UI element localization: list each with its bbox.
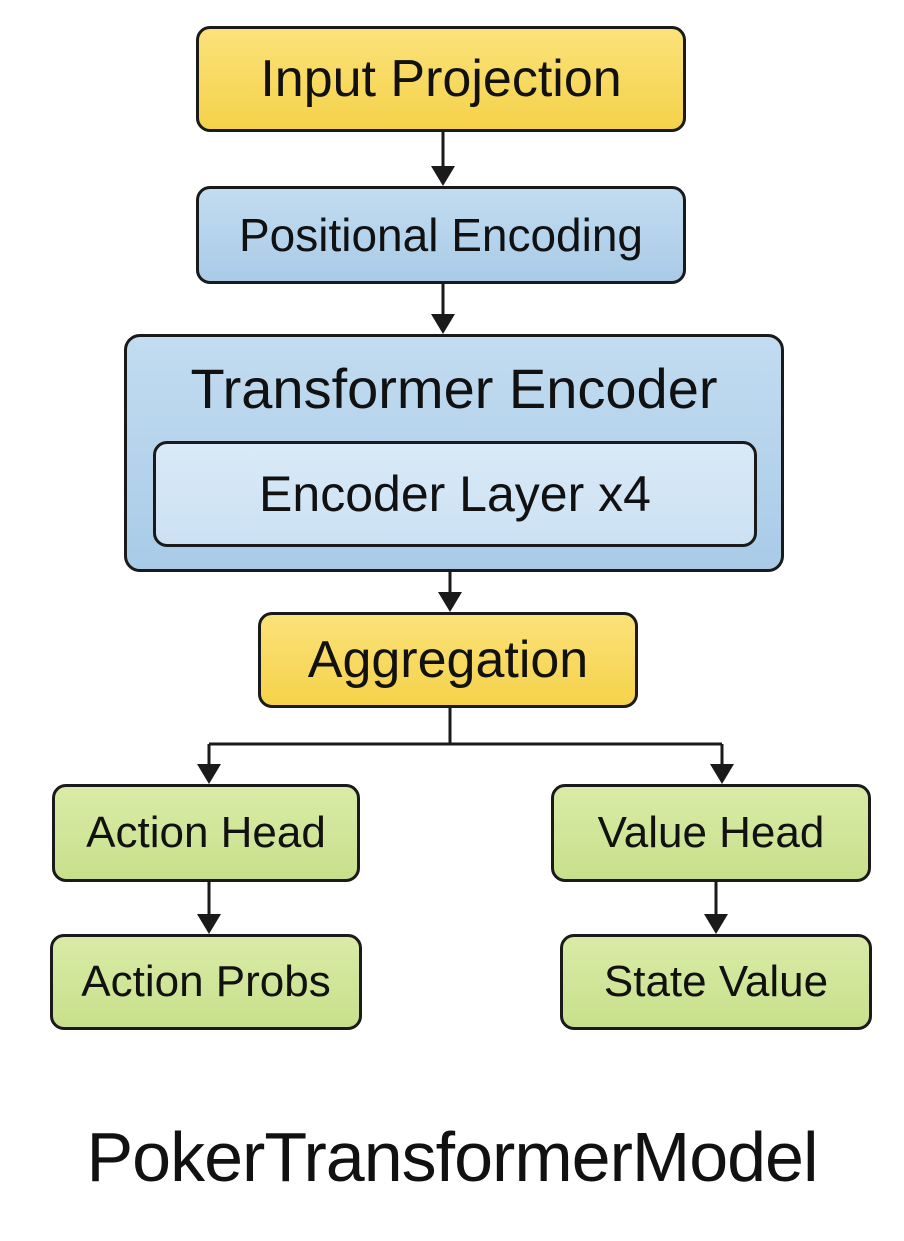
input-projection-label: Input Projection <box>260 50 622 108</box>
arrowhead-aggregation <box>438 592 462 612</box>
input-projection-node: Input Projection <box>196 26 686 132</box>
arrowhead-action-probs <box>197 914 221 934</box>
value-head-label: Value Head <box>597 808 825 857</box>
diagram-title: PokerTransformerModel <box>86 1118 818 1196</box>
action-head-node: Action Head <box>52 784 360 882</box>
aggregation-label: Aggregation <box>307 631 589 689</box>
value-head-node: Value Head <box>551 784 871 882</box>
positional-encoding-node: Positional Encoding <box>196 186 686 284</box>
state-value-label: State Value <box>603 957 829 1006</box>
arrowhead-state-value <box>704 914 728 934</box>
action-probs-node: Action Probs <box>50 934 362 1030</box>
encoder-layer-label: Encoder Layer x4 <box>259 466 651 522</box>
arrowhead-transformer <box>431 314 455 334</box>
aggregation-node: Aggregation <box>258 612 638 708</box>
action-probs-label: Action Probs <box>81 957 331 1006</box>
transformer-encoder-label: Transformer Encoder <box>190 357 718 420</box>
transformer-encoder-node: Transformer Encoder Encoder Layer x4 <box>124 334 784 572</box>
arrowhead-action-head <box>197 764 221 784</box>
arrowhead-positional <box>431 166 455 186</box>
state-value-node: State Value <box>560 934 872 1030</box>
positional-encoding-label: Positional Encoding <box>238 209 644 261</box>
action-head-label: Action Head <box>86 808 326 857</box>
encoder-layer-node: Encoder Layer x4 <box>153 441 757 547</box>
arrowhead-value-head <box>710 764 734 784</box>
